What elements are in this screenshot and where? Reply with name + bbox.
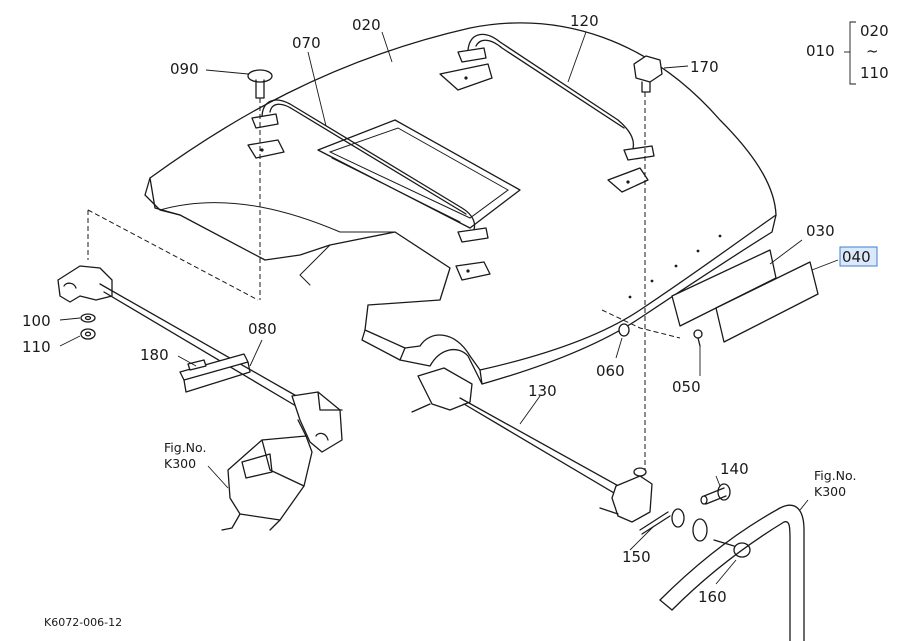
- frame-left-k300: [221, 419, 313, 531]
- grab-rail-070[interactable]: [251, 99, 489, 243]
- figure-reference-left[interactable]: Fig.No. K300: [164, 440, 206, 471]
- figref-left-line1: Fig.No.: [164, 440, 206, 455]
- assembly-lines: [87, 92, 681, 470]
- bolt-090[interactable]: [247, 69, 273, 99]
- leader-lines: [59, 31, 839, 585]
- figref-left-line2: K300: [164, 456, 196, 471]
- label-150[interactable]: 150: [622, 548, 651, 566]
- frame-right-k300: [659, 504, 805, 641]
- label-130[interactable]: 130: [528, 382, 557, 400]
- label-010[interactable]: 010: [806, 42, 835, 60]
- knob-170[interactable]: [633, 55, 663, 93]
- grab-rail-120[interactable]: [457, 33, 655, 161]
- label-160[interactable]: 160: [698, 588, 727, 606]
- figref-right-line1: Fig.No.: [814, 468, 856, 483]
- screw-050[interactable]: [693, 329, 703, 347]
- figref-right-line2: K300: [814, 484, 846, 499]
- rod-130[interactable]: [411, 367, 653, 523]
- label-120[interactable]: 120: [570, 12, 599, 30]
- selected-part-highlight: [839, 246, 878, 267]
- callout-labels: 020 120 070 090 170 030 040 060 050 100 …: [22, 12, 871, 606]
- bolt-160[interactable]: [671, 508, 751, 558]
- pin-150[interactable]: [639, 511, 671, 535]
- label-050[interactable]: 050: [672, 378, 701, 396]
- label-170[interactable]: 170: [690, 58, 719, 76]
- nut-110[interactable]: [80, 328, 96, 340]
- range-tilde: ~: [866, 42, 879, 60]
- nut-060[interactable]: [618, 323, 630, 337]
- diagram-code: K6072-006-12: [44, 616, 122, 629]
- range-start-020: 020: [860, 22, 889, 40]
- range-end-110: 110: [860, 64, 889, 82]
- label-040[interactable]: 040: [842, 248, 871, 266]
- rod-080[interactable]: [57, 265, 343, 453]
- label-020[interactable]: 020: [352, 16, 381, 34]
- washer-100[interactable]: [80, 313, 96, 323]
- label-100[interactable]: 100: [22, 312, 51, 330]
- label-080[interactable]: 080: [248, 320, 277, 338]
- label-030[interactable]: 030: [806, 222, 835, 240]
- label-090[interactable]: 090: [170, 60, 199, 78]
- canopy-roof[interactable]: [144, 22, 777, 385]
- bracket-180[interactable]: [179, 353, 251, 393]
- decal-040[interactable]: [715, 261, 819, 343]
- figure-reference-right[interactable]: Fig.No. K300: [814, 468, 856, 499]
- label-110[interactable]: 110: [22, 338, 51, 356]
- label-140[interactable]: 140: [720, 460, 749, 478]
- assembly-range-010: 010 020 ~ 110: [806, 21, 889, 85]
- label-060[interactable]: 060: [596, 362, 625, 380]
- label-070[interactable]: 070: [292, 34, 321, 52]
- pin-140[interactable]: [700, 483, 731, 505]
- label-180[interactable]: 180: [140, 346, 169, 364]
